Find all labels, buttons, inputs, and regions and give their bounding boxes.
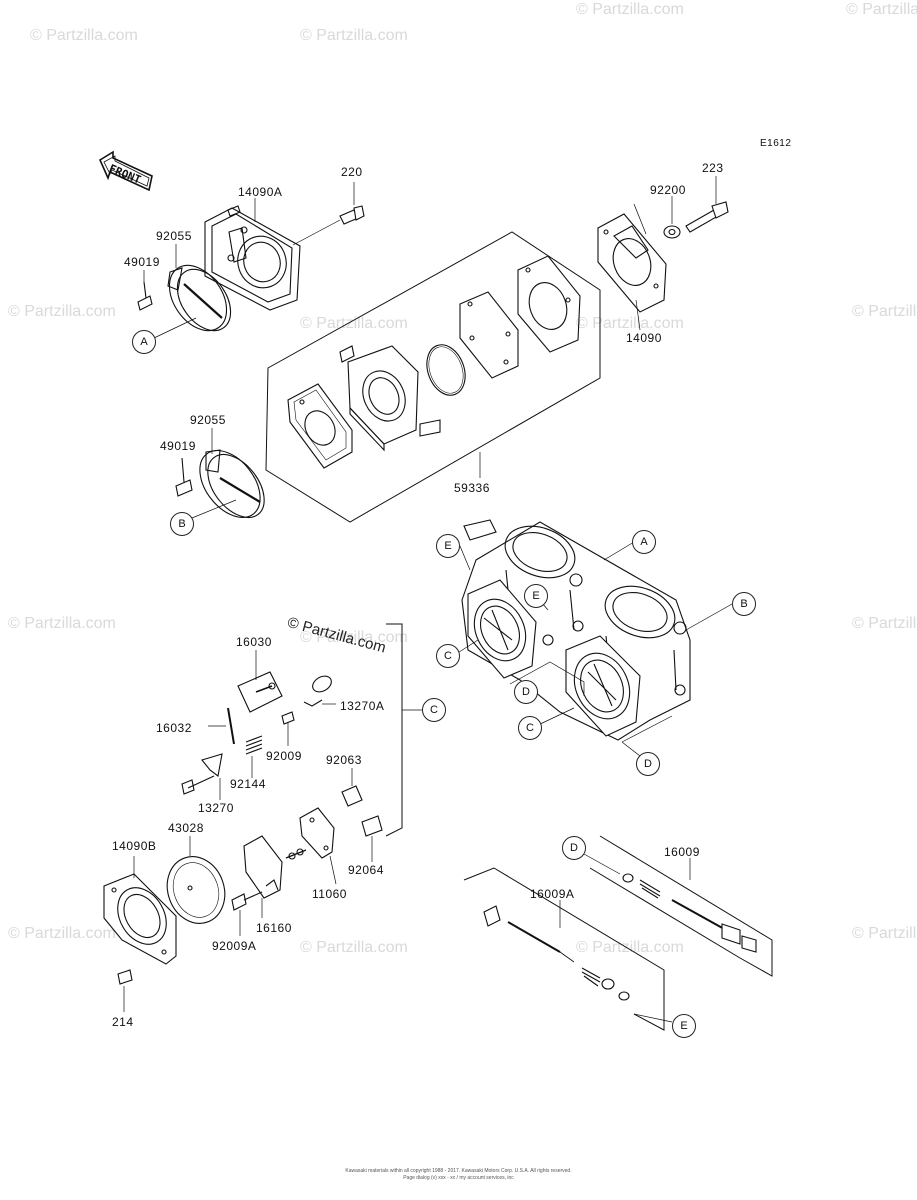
- callout-d: D: [562, 836, 586, 860]
- gasket-92055-top: [167, 264, 232, 332]
- part-label-92055[interactable]: 92055: [190, 413, 226, 427]
- part-label-49019[interactable]: 49019: [160, 439, 196, 453]
- washer-92200: [663, 225, 681, 239]
- callout-e: E: [524, 584, 548, 608]
- footer-line-2: Page dialog (v) xxx - xx / my account se…: [403, 1175, 514, 1181]
- watermark: © Partzilla.com: [852, 925, 917, 942]
- watermark: © Partzilla.com: [576, 1, 684, 18]
- plate-14090a: [204, 205, 301, 311]
- part-label-92144[interactable]: 92144: [230, 777, 266, 791]
- watermark: © Partzilla.com: [300, 27, 408, 44]
- part-label-223[interactable]: 223: [702, 161, 724, 175]
- callout-e: E: [436, 534, 460, 558]
- footer-line-1: Kawasaki materials within all copyright …: [345, 1168, 572, 1174]
- diaphragm-43028: [166, 856, 226, 924]
- callout-c: C: [436, 644, 460, 668]
- callout-b: B: [170, 512, 194, 536]
- bolt-223: [685, 201, 729, 233]
- plug-92064: [361, 815, 383, 837]
- watermark: © Partzilla.com: [30, 27, 138, 44]
- callout-b: B: [732, 592, 756, 616]
- part-16030: [237, 671, 283, 713]
- gasket-59336-a: [287, 383, 353, 469]
- gasket-plate: [459, 291, 519, 379]
- callout-d: D: [636, 752, 660, 776]
- gasket-11060: [299, 807, 335, 859]
- part-16160: [243, 835, 307, 899]
- callout-c: C: [518, 716, 542, 740]
- part-label-16032[interactable]: 16032: [156, 721, 192, 735]
- part-label-16009[interactable]: 16009: [664, 845, 700, 859]
- front-arrow-icon: [98, 150, 153, 192]
- watermark: © Partzilla.com: [8, 925, 116, 942]
- watermark: © Partzilla.com: [576, 939, 684, 956]
- part-label-92200[interactable]: 92200: [650, 183, 686, 197]
- watermark: © Partzilla.com: [852, 615, 917, 632]
- callout-c: C: [422, 698, 446, 722]
- bolt-220: [339, 205, 365, 225]
- watermark: © Partzilla.com: [852, 303, 917, 320]
- part-label-49019[interactable]: 49019: [124, 255, 160, 269]
- diagram-code: E1612: [760, 138, 792, 149]
- part-label-14090[interactable]: 14090: [626, 331, 662, 345]
- part-label-92009a[interactable]: 92009A: [212, 939, 257, 953]
- cover-14090b: [103, 873, 177, 965]
- part-label-92063[interactable]: 92063: [326, 753, 362, 767]
- callout-d: D: [514, 680, 538, 704]
- lever-13270: [181, 753, 223, 795]
- part-label-16009a[interactable]: 16009A: [530, 887, 575, 901]
- carburetor-assembly: [461, 519, 691, 741]
- watermark: © Partzilla.com: [300, 939, 408, 956]
- part-label-214[interactable]: 214: [112, 1015, 134, 1029]
- callout-a: A: [632, 530, 656, 554]
- part-label-13270[interactable]: 13270: [198, 801, 234, 815]
- part-label-13270a[interactable]: 13270A: [340, 699, 385, 713]
- diaphragm-gasket: [517, 255, 581, 353]
- part-label-92064[interactable]: 92064: [348, 863, 384, 877]
- screw-49019-top: [137, 281, 153, 311]
- part-label-11060[interactable]: 11060: [312, 887, 347, 901]
- screw-92009: [281, 711, 295, 725]
- watermark: © Partzilla.com: [846, 1, 917, 18]
- part-label-43028[interactable]: 43028: [168, 821, 204, 835]
- callout-a: A: [132, 330, 156, 354]
- needle-16009: [622, 873, 757, 953]
- spring-92144: [245, 735, 263, 755]
- carb-body-59336: [339, 345, 441, 452]
- part-label-16030[interactable]: 16030: [236, 635, 272, 649]
- watermark: © Partzilla.com: [8, 303, 116, 320]
- plug-92063: [341, 785, 363, 807]
- part-label-14090b[interactable]: 14090B: [112, 839, 157, 853]
- part-label-92009[interactable]: 92009: [266, 749, 302, 763]
- needle-16009a: [483, 905, 630, 1001]
- screw-49019-bottom: [175, 457, 193, 497]
- watermark: © Partzilla.com: [300, 315, 408, 332]
- watermark: © Partzilla.com: [576, 315, 684, 332]
- watermark: © Partzilla.com: [300, 629, 408, 646]
- o-ring: [426, 344, 466, 396]
- watermark: © Partzilla.com: [8, 615, 116, 632]
- plate-14090: [597, 213, 667, 313]
- screw-92009a: [231, 891, 263, 911]
- gasket-92055-bottom: [199, 449, 265, 518]
- part-label-14090a[interactable]: 14090A: [238, 185, 283, 199]
- screw-214: [117, 969, 133, 985]
- part-label-92055[interactable]: 92055: [156, 229, 192, 243]
- part-label-59336[interactable]: 59336: [454, 481, 490, 495]
- part-label-16160[interactable]: 16160: [256, 921, 292, 935]
- callout-e: E: [672, 1014, 696, 1038]
- part-13270a: [303, 675, 332, 707]
- part-label-220[interactable]: 220: [341, 165, 363, 179]
